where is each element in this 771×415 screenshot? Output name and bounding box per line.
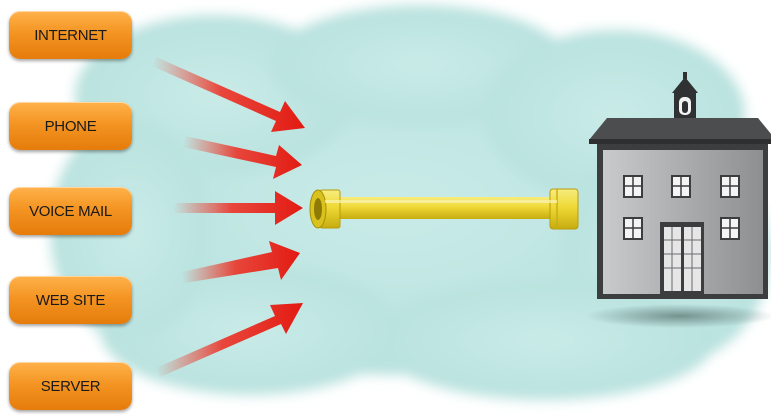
building-shadow	[585, 304, 771, 328]
voice-mail-button[interactable]: VOICE MAIL	[9, 187, 132, 235]
server-button[interactable]: SERVER	[9, 362, 132, 410]
internet-button[interactable]: INTERNET	[9, 11, 132, 59]
web-site-button[interactable]: WEB SITE	[9, 276, 132, 324]
phone-button[interactable]: PHONE	[9, 102, 132, 150]
